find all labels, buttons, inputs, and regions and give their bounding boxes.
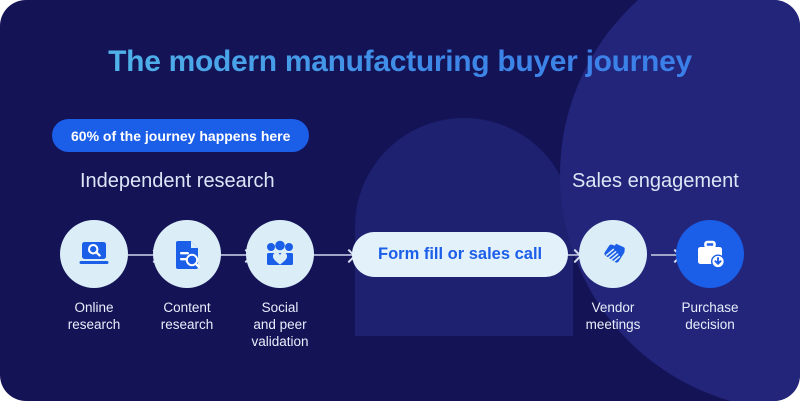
page-title: The modern manufacturing buyer journey [0, 45, 800, 79]
buyer-journey-flow: Online research Content research [0, 220, 800, 350]
step-content-research[interactable]: Content research [133, 220, 241, 333]
briefcase-download-icon [691, 235, 729, 273]
connector-3 [313, 248, 357, 264]
step-label: Online research [67, 300, 121, 332]
step-icon-bubble [246, 220, 314, 288]
section-header-sales-engagement: Sales engagement [572, 170, 739, 192]
step-online-research[interactable]: Online research [40, 220, 148, 333]
step-icon-bubble [153, 220, 221, 288]
step-purchase-decision[interactable]: Purchase decision [656, 220, 764, 333]
journey-percentage-badge: 60% of the journey happens here [52, 119, 310, 152]
step-label: Content research [160, 300, 214, 332]
connector-2 [220, 248, 254, 264]
document-search-icon [168, 235, 206, 273]
step-label: Purchase decision [681, 300, 739, 332]
step-icon-bubble [579, 220, 647, 288]
connector-5 [651, 248, 683, 264]
pill-label: Form fill or sales call [378, 245, 543, 263]
step-label: Social and peer validation [251, 300, 309, 349]
handshake-icon [594, 235, 632, 273]
step-social-validation[interactable]: Social and peer validation [226, 220, 334, 350]
connector-1 [128, 248, 162, 264]
step-icon-bubble [60, 220, 128, 288]
form-fill-pill[interactable]: Form fill or sales call [352, 232, 569, 277]
laptop-search-icon [75, 235, 113, 273]
step-label: Vendor meetings [585, 300, 641, 332]
step-icon-bubble [676, 220, 744, 288]
section-header-independent-research: Independent research [80, 170, 275, 192]
badge-label: 60% of the journey happens here [71, 127, 291, 144]
people-heart-icon [261, 235, 299, 273]
step-vendor-meetings[interactable]: Vendor meetings [559, 220, 667, 333]
